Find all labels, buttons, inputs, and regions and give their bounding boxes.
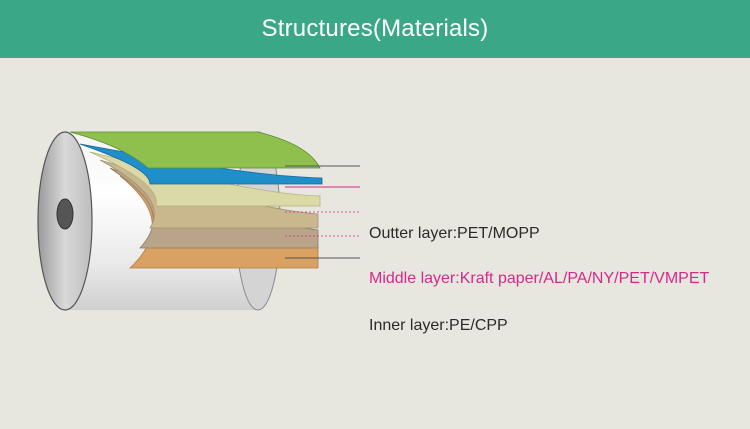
- outer-layer-label: Outter layer:PET/MOPP: [369, 225, 540, 242]
- page-title: Structures(Materials): [261, 15, 489, 42]
- film-roll-illustration: [37, 131, 360, 311]
- material-structure-diagram: Outter layer:PET/MOPP Middle layer:Kraft…: [0, 58, 750, 429]
- middle-layer-label: Middle layer:Kraft paper/AL/PA/NY/PET/VM…: [369, 270, 710, 287]
- header-banner: Structures(Materials): [0, 0, 750, 58]
- roll-core-hole: [56, 198, 74, 230]
- inner-layer-label: Inner layer:PE/CPP: [369, 317, 508, 334]
- layer-outer-green: [69, 131, 321, 169]
